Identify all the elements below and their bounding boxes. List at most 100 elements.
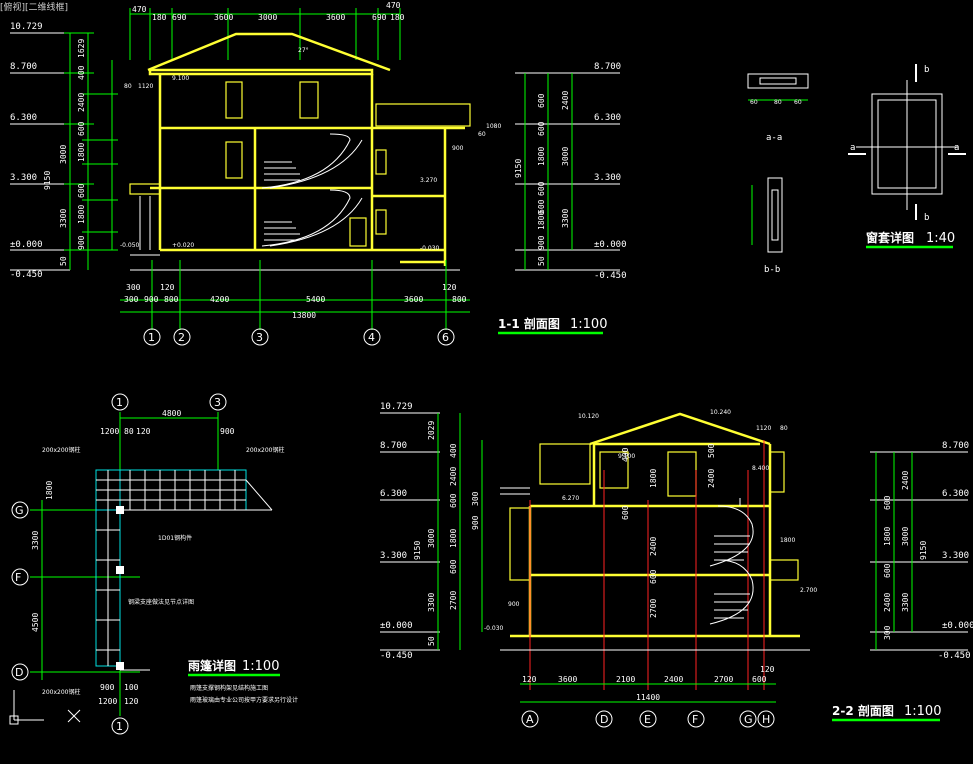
dim-l0: 1629	[77, 39, 86, 58]
stair-steps	[264, 161, 300, 241]
canopy-note-1: 雨篷玻璃由专业公司按甲方要求另行设计	[190, 696, 298, 704]
canopy-dim-4500: 4500	[31, 613, 40, 632]
level-r-0000: ±0.000	[594, 240, 627, 250]
note-80: 80	[124, 83, 132, 90]
s2-stair-steps	[714, 535, 750, 619]
note-9100: 9.100	[172, 75, 189, 82]
note-60: 60	[478, 131, 486, 138]
window-detail: 60 80 60 a-a b-b b b a a 窗套详图 1:40	[747, 64, 966, 275]
canopy-dim-1200: 1200	[100, 427, 119, 436]
section-1-title: 1-1 剖面图	[498, 316, 560, 331]
win-dim-2: 60	[794, 99, 802, 106]
s2-level-neg0450: -0.450	[380, 651, 413, 661]
dim-r3: 1800	[537, 147, 546, 166]
dim-l10: 900	[77, 235, 86, 250]
note-3270: 3.270	[420, 177, 437, 184]
canopy-dim-4800: 4800	[162, 409, 181, 418]
section-2-scale: 1:100	[904, 704, 941, 719]
s2-axis-e: E	[644, 713, 651, 726]
canopy-axis-1b: 1	[116, 720, 123, 733]
dim-b3: 900	[144, 295, 159, 304]
s2-note-neg030: -0.030	[484, 625, 504, 632]
dim-r1: 2400	[561, 91, 570, 110]
section-2-2: 10.729 8.700 6.300 3.300 ±0.000 -0.450 2…	[380, 402, 973, 728]
level-r-3300: 3.300	[594, 173, 621, 183]
s2-dim-total: 11400	[636, 693, 660, 702]
dim-t8: 470	[386, 1, 401, 10]
s2-note-900: 900	[508, 601, 520, 608]
level-r-8700: 8.700	[594, 62, 621, 72]
s2-level-6300: 6.300	[380, 489, 407, 499]
canopy-dim-900: 900	[220, 427, 235, 436]
dim-t4: 3000	[258, 13, 277, 22]
axis-6: 6	[442, 331, 449, 344]
dim-l9: 1800	[77, 205, 86, 224]
dim-t7: 180	[390, 13, 405, 22]
canopy-axis-f: F	[15, 571, 21, 584]
note-1080: 1080	[486, 123, 501, 130]
dim-t1: 180	[152, 13, 167, 22]
dim-r7: 600	[537, 199, 546, 214]
win-dim-1: 80	[774, 99, 782, 106]
s2-note-6270: 6.270	[562, 495, 579, 502]
dim-b1: 120	[160, 283, 175, 292]
s2-dim-l9: 9150	[413, 541, 422, 560]
s2-dim-r3: 600	[883, 563, 892, 578]
canopy-detail: 1 3 G F D 1 4800 1200 80 120 900 3300 45…	[9, 393, 298, 735]
note-angle: 27°	[298, 47, 309, 54]
canopy-title: 雨篷详图	[188, 658, 236, 673]
canopy-dim-b3: 120	[124, 697, 139, 706]
dim-b4: 800	[164, 295, 179, 304]
s2-level-0000: ±0.000	[380, 621, 413, 631]
s2-axis-a: A	[526, 713, 534, 726]
s2-mid-6: 2400	[707, 469, 716, 488]
s2-dim-l2: 2400	[449, 467, 458, 486]
s2-dim-l5: 300	[471, 491, 480, 506]
win-dim-0: 60	[750, 99, 758, 106]
s2-dim-l8: 600	[449, 559, 458, 574]
canopy-tag-3: 1D01钢构件	[158, 534, 192, 542]
s2-dim-l7: 1800	[449, 529, 458, 548]
s2-dim-b6: 120	[760, 665, 775, 674]
s2-level-r-neg0450: -0.450	[938, 651, 971, 661]
dim-r11: 3300	[561, 209, 570, 228]
canopy-axis-3: 3	[214, 396, 221, 409]
dim-l6: 600	[77, 183, 86, 198]
dim-r6: 9150	[514, 159, 523, 178]
canopy-axis-1: 1	[116, 396, 123, 409]
canopy-dim-1800: 1800	[45, 481, 54, 500]
s2-mid-5: 2700	[649, 599, 658, 618]
dim-r9: 900	[537, 235, 546, 250]
note-1120: 1120	[138, 83, 153, 90]
s2-mid-4: 600	[649, 569, 658, 584]
section-1-scale: 1:100	[570, 317, 607, 332]
s2-axis-d: D	[600, 713, 608, 726]
s2-note-8400: 8.400	[752, 465, 769, 472]
s2-dim-r0: 2400	[901, 471, 910, 490]
dim-l8: 3300	[59, 209, 68, 228]
dim-t2: 690	[172, 13, 187, 22]
dim-l7: 9150	[43, 171, 52, 190]
dim-t3: 3600	[214, 13, 233, 22]
dim-t5: 3600	[326, 13, 345, 22]
level-6300: 6.300	[10, 113, 37, 123]
dim-t0: 470	[132, 5, 147, 14]
canopy-grid	[96, 470, 273, 671]
canopy-dim-b2: 1200	[98, 697, 117, 706]
section-2-title: 2-2 剖面图	[832, 703, 894, 718]
section-bb-label: b-b	[764, 265, 780, 275]
axis-2: 2	[178, 331, 185, 344]
window-detail-scale: 1:40	[926, 231, 955, 246]
mark-a-left: a	[850, 143, 855, 153]
s2-level-r-0000: ±0.000	[942, 621, 973, 631]
section-aa-label: a-a	[766, 133, 782, 143]
dim-b7: 3600	[404, 295, 423, 304]
note-020: +0.020	[172, 242, 194, 249]
dim-r0: 600	[537, 93, 546, 108]
note-900: 900	[452, 145, 464, 152]
dim-l5: 1800	[77, 143, 86, 162]
s2-dim-r4: 3000	[901, 527, 910, 546]
canopy-axis-d: D	[15, 666, 23, 679]
s2-note-1800: 1800	[780, 537, 795, 544]
s2-note-2700: 2.700	[800, 587, 817, 594]
